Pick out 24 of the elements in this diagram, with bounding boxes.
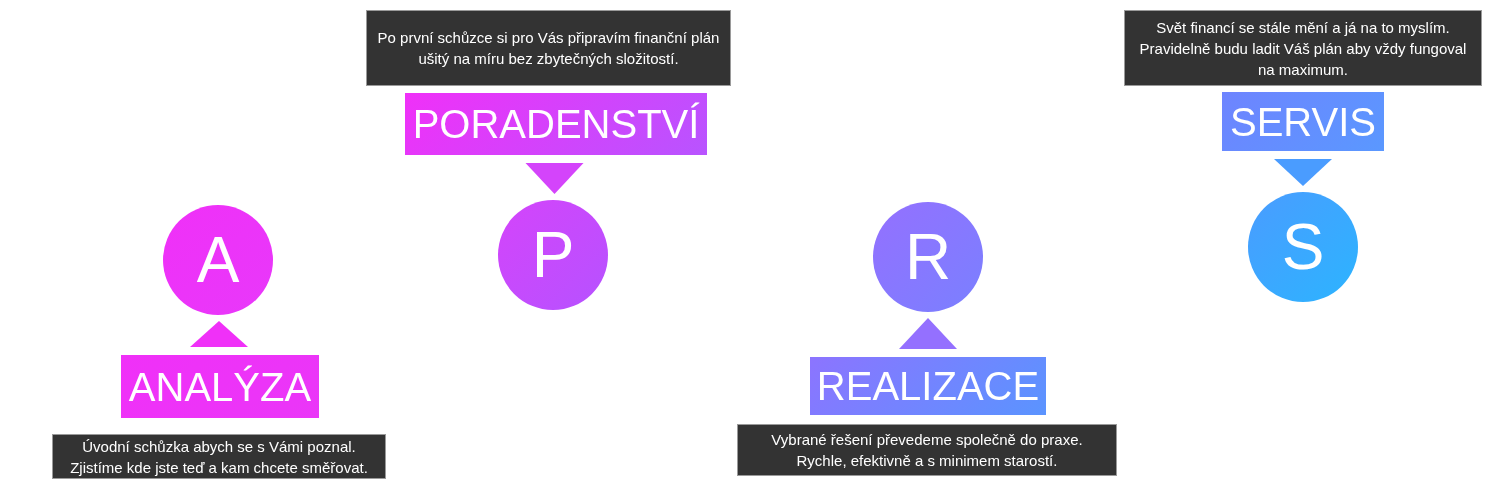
pointer-arrow (899, 318, 957, 349)
step-title: ANALÝZA (128, 366, 312, 407)
step-title-box (405, 93, 707, 155)
step-title-box (1222, 92, 1384, 151)
step-title-box (810, 357, 1046, 415)
pointer-arrow (1274, 159, 1332, 186)
description-text: Vybrané řešení převedeme společně do praxe. Rychle, efektivně a s minimem starostí. (770, 430, 1084, 471)
description-box (737, 424, 1117, 476)
pointer-arrow (525, 163, 584, 194)
step-letter: S (1281, 215, 1325, 279)
description-text: Úvodní schůzka abych se s Vámi poznal. Zjistíme kde jste teď a kam chcete směřovat. (69, 436, 369, 478)
step-title: REALIZACE (816, 366, 1040, 406)
step-letter: P (531, 223, 575, 287)
description-text: Po první schůzce si pro Vás připravím finanční plán ušitý na míru bez zbytečných složitostí. (376, 28, 721, 69)
step-title: PORADENSTVÍ (412, 104, 700, 144)
pointer-arrow (190, 321, 248, 347)
step-title: SERVIS (1230, 101, 1376, 142)
step-title-box (121, 355, 319, 418)
description-box (1124, 10, 1482, 86)
step-letter: R (904, 225, 952, 289)
description-box (52, 434, 386, 479)
step-letter: A (196, 228, 240, 292)
description-box (366, 10, 731, 86)
description-text: Svět financí se stále mění a já na to myslím. Pravidelně budu ladit Váš plán aby vždy fungoval na maximum. (1138, 17, 1468, 80)
